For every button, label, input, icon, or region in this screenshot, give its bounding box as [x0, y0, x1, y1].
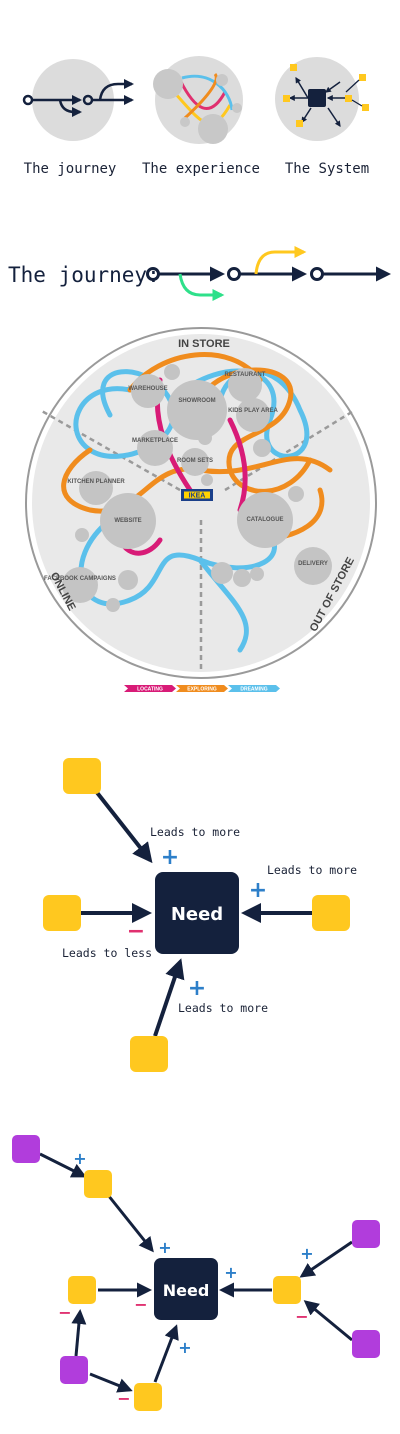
node-warehouse: WAREHOUSE — [128, 386, 167, 392]
yellow-box-1 — [84, 1170, 112, 1198]
map-legend: LOCATING EXPLORING DREAMING — [124, 685, 280, 693]
factor-box-top — [63, 758, 101, 794]
label-top: Leads to more — [150, 825, 240, 839]
yellow-box-2 — [68, 1276, 96, 1304]
legend-exploring: EXPLORING — [187, 687, 217, 693]
legend-locating: LOCATING — [137, 687, 163, 693]
node-kitchen-planner: KITCHEN PLANNER — [67, 479, 125, 485]
node-delivery: DELIVERY — [298, 561, 328, 567]
sign-minus-2: − — [295, 1307, 308, 1326]
node-kids-play-area: KIDS PLAY AREA — [228, 408, 278, 414]
purple-box-4 — [60, 1356, 88, 1384]
node-room-sets: ROOM SETS — [177, 458, 213, 464]
sign-plus-4: + — [300, 1244, 313, 1263]
ikea-logo: IKEA — [189, 493, 206, 500]
node-website: WEBSITE — [114, 518, 141, 524]
purple-box-2 — [352, 1220, 380, 1248]
label-bottom: Leads to more — [178, 1001, 268, 1015]
experience-map: IKEA SHOWROOM WAREHOUSE RESTAURANT KIDS … — [25, 327, 377, 693]
factor-box-right — [312, 895, 350, 931]
sign-right: + — [249, 878, 267, 903]
yellow-box-4 — [134, 1383, 162, 1411]
sign-plus-5: + — [178, 1338, 191, 1357]
need-label-2: Need — [163, 1281, 210, 1300]
label-left: Leads to less — [62, 946, 152, 960]
sign-left: − — [127, 919, 145, 944]
sign-minus-4: − — [117, 1389, 130, 1408]
node-catalogue: CATALOGUE — [246, 517, 283, 523]
factor-box-left — [43, 895, 81, 931]
label-right: Leads to more — [267, 863, 357, 877]
node-restaurant: RESTAURANT — [225, 372, 266, 378]
need-box-1 — [155, 872, 239, 954]
journey-icon — [22, 59, 134, 141]
node-facebook-campaigns: FACEBOOK CAMPAIGNS — [44, 576, 116, 582]
need-diagram-2: Need + + + + + − − − − — [12, 1135, 380, 1411]
need-diagram-1: Need Leads to more Leads to more Leads t… — [43, 758, 357, 1072]
experience-icon — [153, 56, 243, 144]
journey-label: The journey: — [8, 263, 160, 287]
purple-box-3 — [352, 1330, 380, 1358]
need-label-1: Need — [171, 904, 223, 925]
sign-bottom: + — [188, 976, 206, 1001]
node-showroom: SHOWROOM — [178, 398, 215, 404]
node-marketplace: MARKETPLACE — [132, 438, 178, 444]
caption-experience: The experience — [142, 161, 260, 177]
sign-plus-2: + — [158, 1238, 171, 1257]
zone-in-store: IN STORE — [178, 338, 230, 350]
sign-top: + — [161, 845, 179, 870]
sign-minus-1: − — [134, 1295, 147, 1314]
purple-box-1 — [12, 1135, 40, 1163]
caption-system: The System — [285, 161, 369, 177]
need-box-2 — [154, 1258, 218, 1320]
journey-path — [146, 246, 391, 301]
legend-dreaming: DREAMING — [240, 687, 267, 693]
sign-plus-3: + — [224, 1263, 237, 1282]
factor-box-bottom — [130, 1036, 168, 1072]
yellow-box-3 — [273, 1276, 301, 1304]
system-icon — [275, 57, 369, 141]
sign-minus-3: − — [58, 1303, 71, 1322]
caption-journey: The journey — [24, 161, 117, 177]
sign-plus-1: + — [73, 1149, 86, 1168]
